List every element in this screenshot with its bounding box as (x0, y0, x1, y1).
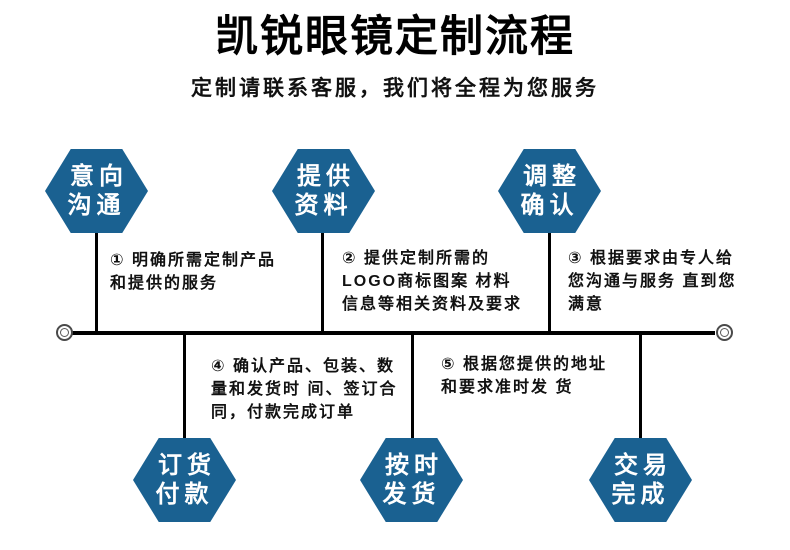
hexagon-step-on-time-delivery: 按时 发货 (360, 438, 463, 522)
hexagon-step-label: 按时 发货 (382, 452, 443, 508)
hexagon-step-adjust-confirm: 调整 确认 (498, 149, 601, 233)
step-note-5: ⑤ 根据您提供的地址 和要求准时发 货 (441, 356, 607, 396)
hexagon-step-label: 意向 沟通 (67, 163, 128, 219)
hexagon-step-provide-materials: 提供 资料 (272, 149, 375, 233)
hexagon-step-transaction-complete: 交易 完成 (589, 438, 692, 522)
connector-line-step-6 (639, 333, 642, 440)
timeline-line (72, 331, 715, 335)
connector-line-step-4 (183, 333, 186, 440)
timeline-endpoint-left-icon (56, 324, 73, 341)
step-note-2: ② 提供定制所需的 LOGO商标图案 材料 信息等相关资料及要求 (342, 250, 523, 313)
connector-line-step-1 (95, 231, 98, 333)
hexagon-step-order-payment: 订货 付款 (133, 438, 236, 522)
page-subtitle: 定制请联系客服，我们将全程为您服务 (191, 77, 599, 100)
timeline-endpoint-right-icon (716, 324, 733, 341)
connector-line-step-5 (411, 333, 414, 440)
connector-line-step-3 (548, 231, 551, 333)
page-title: 凯锐眼镜定制流程 (215, 13, 575, 61)
step-note-1: ① 明确所需定制产品 和提供的服务 (110, 252, 276, 292)
hexagon-step-label: 调整 确认 (520, 163, 581, 219)
hexagon-step-label: 订货 付款 (155, 452, 216, 508)
connector-line-step-2 (321, 231, 324, 333)
hexagon-step-intent-communication: 意向 沟通 (45, 149, 148, 233)
hexagon-step-label: 提供 资料 (294, 163, 355, 219)
step-note-3: ③ 根据要求由专人给 您沟通与服务 直到您 满意 (568, 250, 737, 313)
step-note-4: ④ 确认产品、包装、数 量和发货时 间、签订合 同，付款完成订单 (211, 358, 398, 421)
hexagon-step-label: 交易 完成 (611, 452, 672, 508)
